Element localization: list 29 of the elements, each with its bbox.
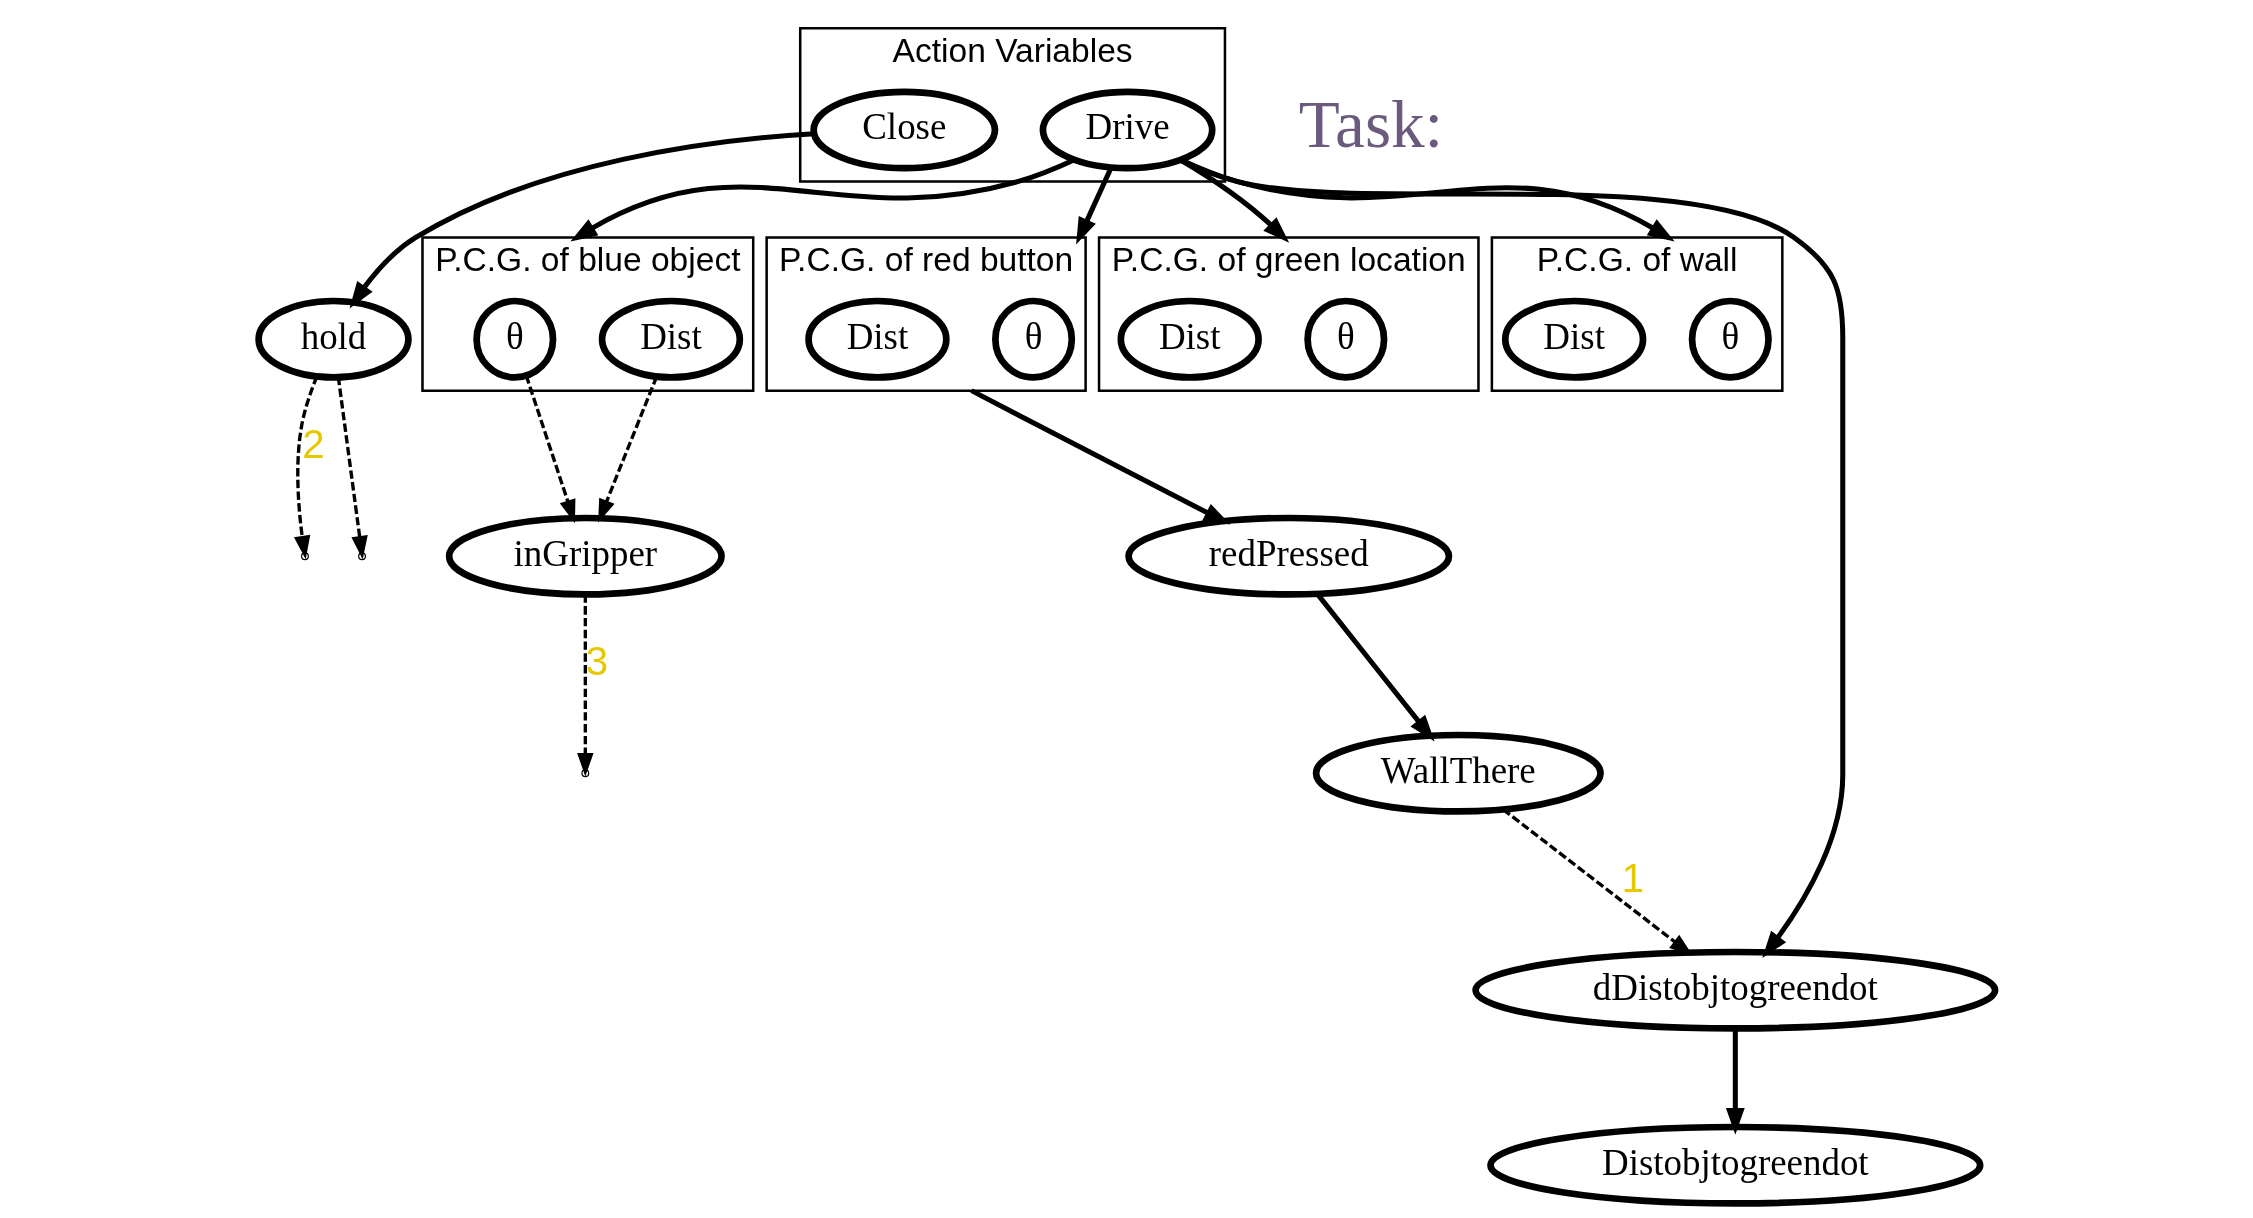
arrow <box>576 594 594 777</box>
node-ellipse: dDistobjtogreendot <box>1471 948 1998 1032</box>
node-ellipse: Dist <box>598 297 743 381</box>
node-ellipse: Distobjtogreendot <box>1486 1123 1983 1207</box>
arrow <box>597 376 658 523</box>
node-ellipse: hold <box>254 297 412 381</box>
node-ellipse: Dist <box>1501 297 1646 381</box>
node-circle: θ <box>1688 297 1772 381</box>
arrow <box>569 157 1075 242</box>
arrow <box>1501 808 1693 956</box>
node-ellipse: inGripper <box>445 514 725 598</box>
node-ellipse: Close <box>809 88 998 172</box>
node-ellipse: Dist <box>804 297 950 381</box>
arrow <box>1725 1028 1745 1135</box>
arrow <box>524 375 575 524</box>
node-ellipse: redPressed <box>1124 514 1452 598</box>
label: Task: <box>1298 86 1443 162</box>
edge-label: 1 <box>1621 856 1644 902</box>
edge-label: 3 <box>585 639 608 685</box>
arrow <box>349 131 815 309</box>
edge-label: 2 <box>301 422 325 468</box>
node-circle: θ <box>472 297 556 381</box>
arrow <box>1178 157 1845 959</box>
node-ellipse: Drive <box>1039 88 1216 172</box>
node-circle: θ <box>991 297 1075 381</box>
node-circle: θ <box>1303 297 1387 381</box>
node-ellipse: WallThere <box>1312 731 1604 815</box>
node-ellipse: Dist <box>1117 297 1262 381</box>
arrow <box>969 388 1230 525</box>
